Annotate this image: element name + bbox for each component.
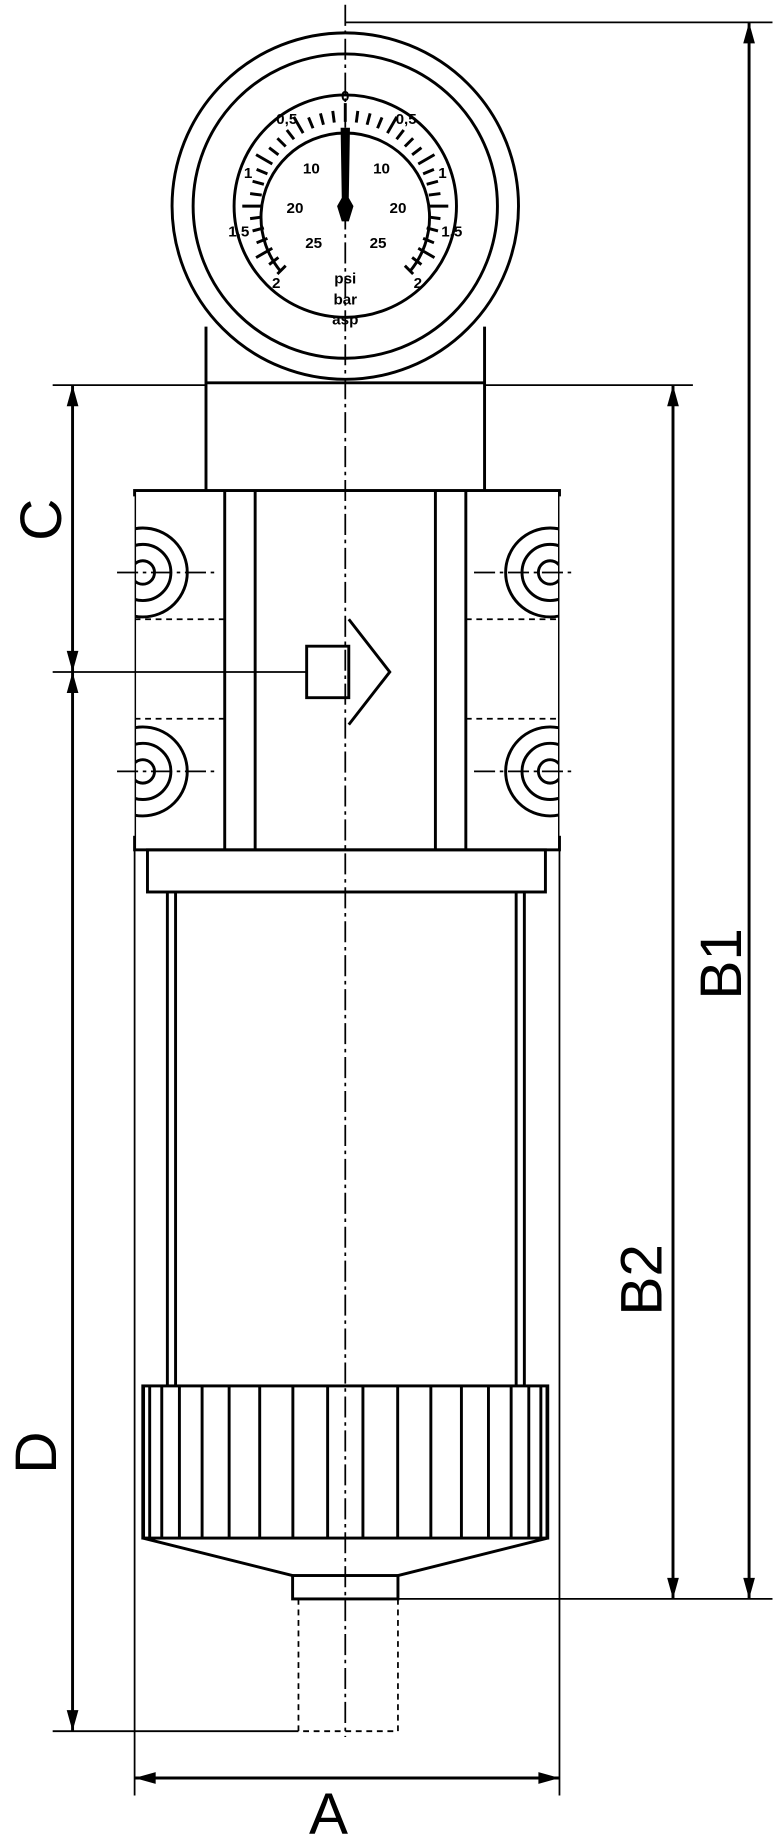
gauge-tick	[428, 192, 441, 197]
gauge-tick	[365, 113, 372, 126]
drain-outline	[297, 1598, 399, 1733]
gauge-tick	[256, 168, 268, 176]
gauge-label: 2	[414, 275, 422, 292]
gauge-label: 1,5	[228, 224, 250, 241]
gauge-label: 20	[389, 200, 406, 217]
gauge-tick	[268, 256, 280, 266]
gauge-tick	[386, 116, 399, 134]
gauge-tick	[417, 246, 436, 259]
bowl-ring	[146, 848, 547, 894]
dimension-label-b2: B2	[609, 1244, 674, 1316]
port-circles	[88, 496, 607, 836]
gauge-tick	[376, 116, 384, 129]
gauge-tick	[426, 226, 439, 233]
bowl-bottom	[142, 1536, 549, 1577]
dimension-lines	[52, 21, 773, 1796]
gauge-label-0: 0	[341, 88, 349, 105]
gauge-label: 10	[303, 160, 320, 177]
gauge-tick	[403, 137, 415, 148]
gauge-tick	[307, 116, 315, 129]
gauge-label: 0,5	[276, 111, 298, 128]
gauge-tick	[249, 215, 262, 221]
gauge-tick	[252, 226, 265, 233]
gauge-label: 10	[373, 160, 390, 177]
filter-body	[88, 489, 607, 1733]
flow-arrow-icon	[305, 618, 392, 726]
gauge-label: 20	[286, 200, 303, 217]
gauge-unit: bar	[333, 291, 357, 308]
gauge-tick	[256, 237, 268, 245]
gauge-label: 0,5	[396, 111, 418, 128]
gauge-tick	[319, 113, 325, 126]
gauge-label: 1	[438, 165, 447, 182]
gauge-tick	[292, 116, 305, 134]
gauge-tick	[331, 110, 336, 123]
gauge-tick	[411, 256, 423, 266]
bowl	[165, 891, 526, 1386]
gauge-tick	[255, 246, 274, 259]
gauge-tick	[276, 137, 287, 148]
gauge-label: 1	[244, 165, 253, 182]
gauge-tick	[411, 146, 423, 156]
gauge-tick	[428, 215, 441, 221]
gauge-tick	[249, 192, 262, 197]
gauge-tick	[255, 153, 274, 166]
gauge-tick	[403, 264, 415, 276]
dimension-label-a: A	[309, 1782, 348, 1846]
gauge-tick	[285, 129, 296, 141]
gauge-label: 25	[305, 235, 322, 252]
gauge-tick	[422, 168, 435, 176]
gauge-label: 2	[272, 275, 280, 292]
gauge-label: 1,5	[441, 224, 463, 241]
gauge-label: 25	[370, 235, 387, 252]
gauge-tick	[252, 179, 265, 186]
gauge-tick	[395, 129, 405, 141]
gauge-tick	[417, 153, 436, 166]
gauge-tick	[426, 179, 439, 186]
dimension-label-b1: B1	[689, 928, 754, 1000]
gauge-tick	[354, 110, 360, 123]
gauge-tick	[276, 264, 287, 276]
dimension-label-c: C	[9, 499, 74, 541]
gauge-tick	[422, 237, 435, 245]
gauge-tick	[268, 146, 280, 156]
dimension-label-d: D	[4, 1431, 69, 1473]
